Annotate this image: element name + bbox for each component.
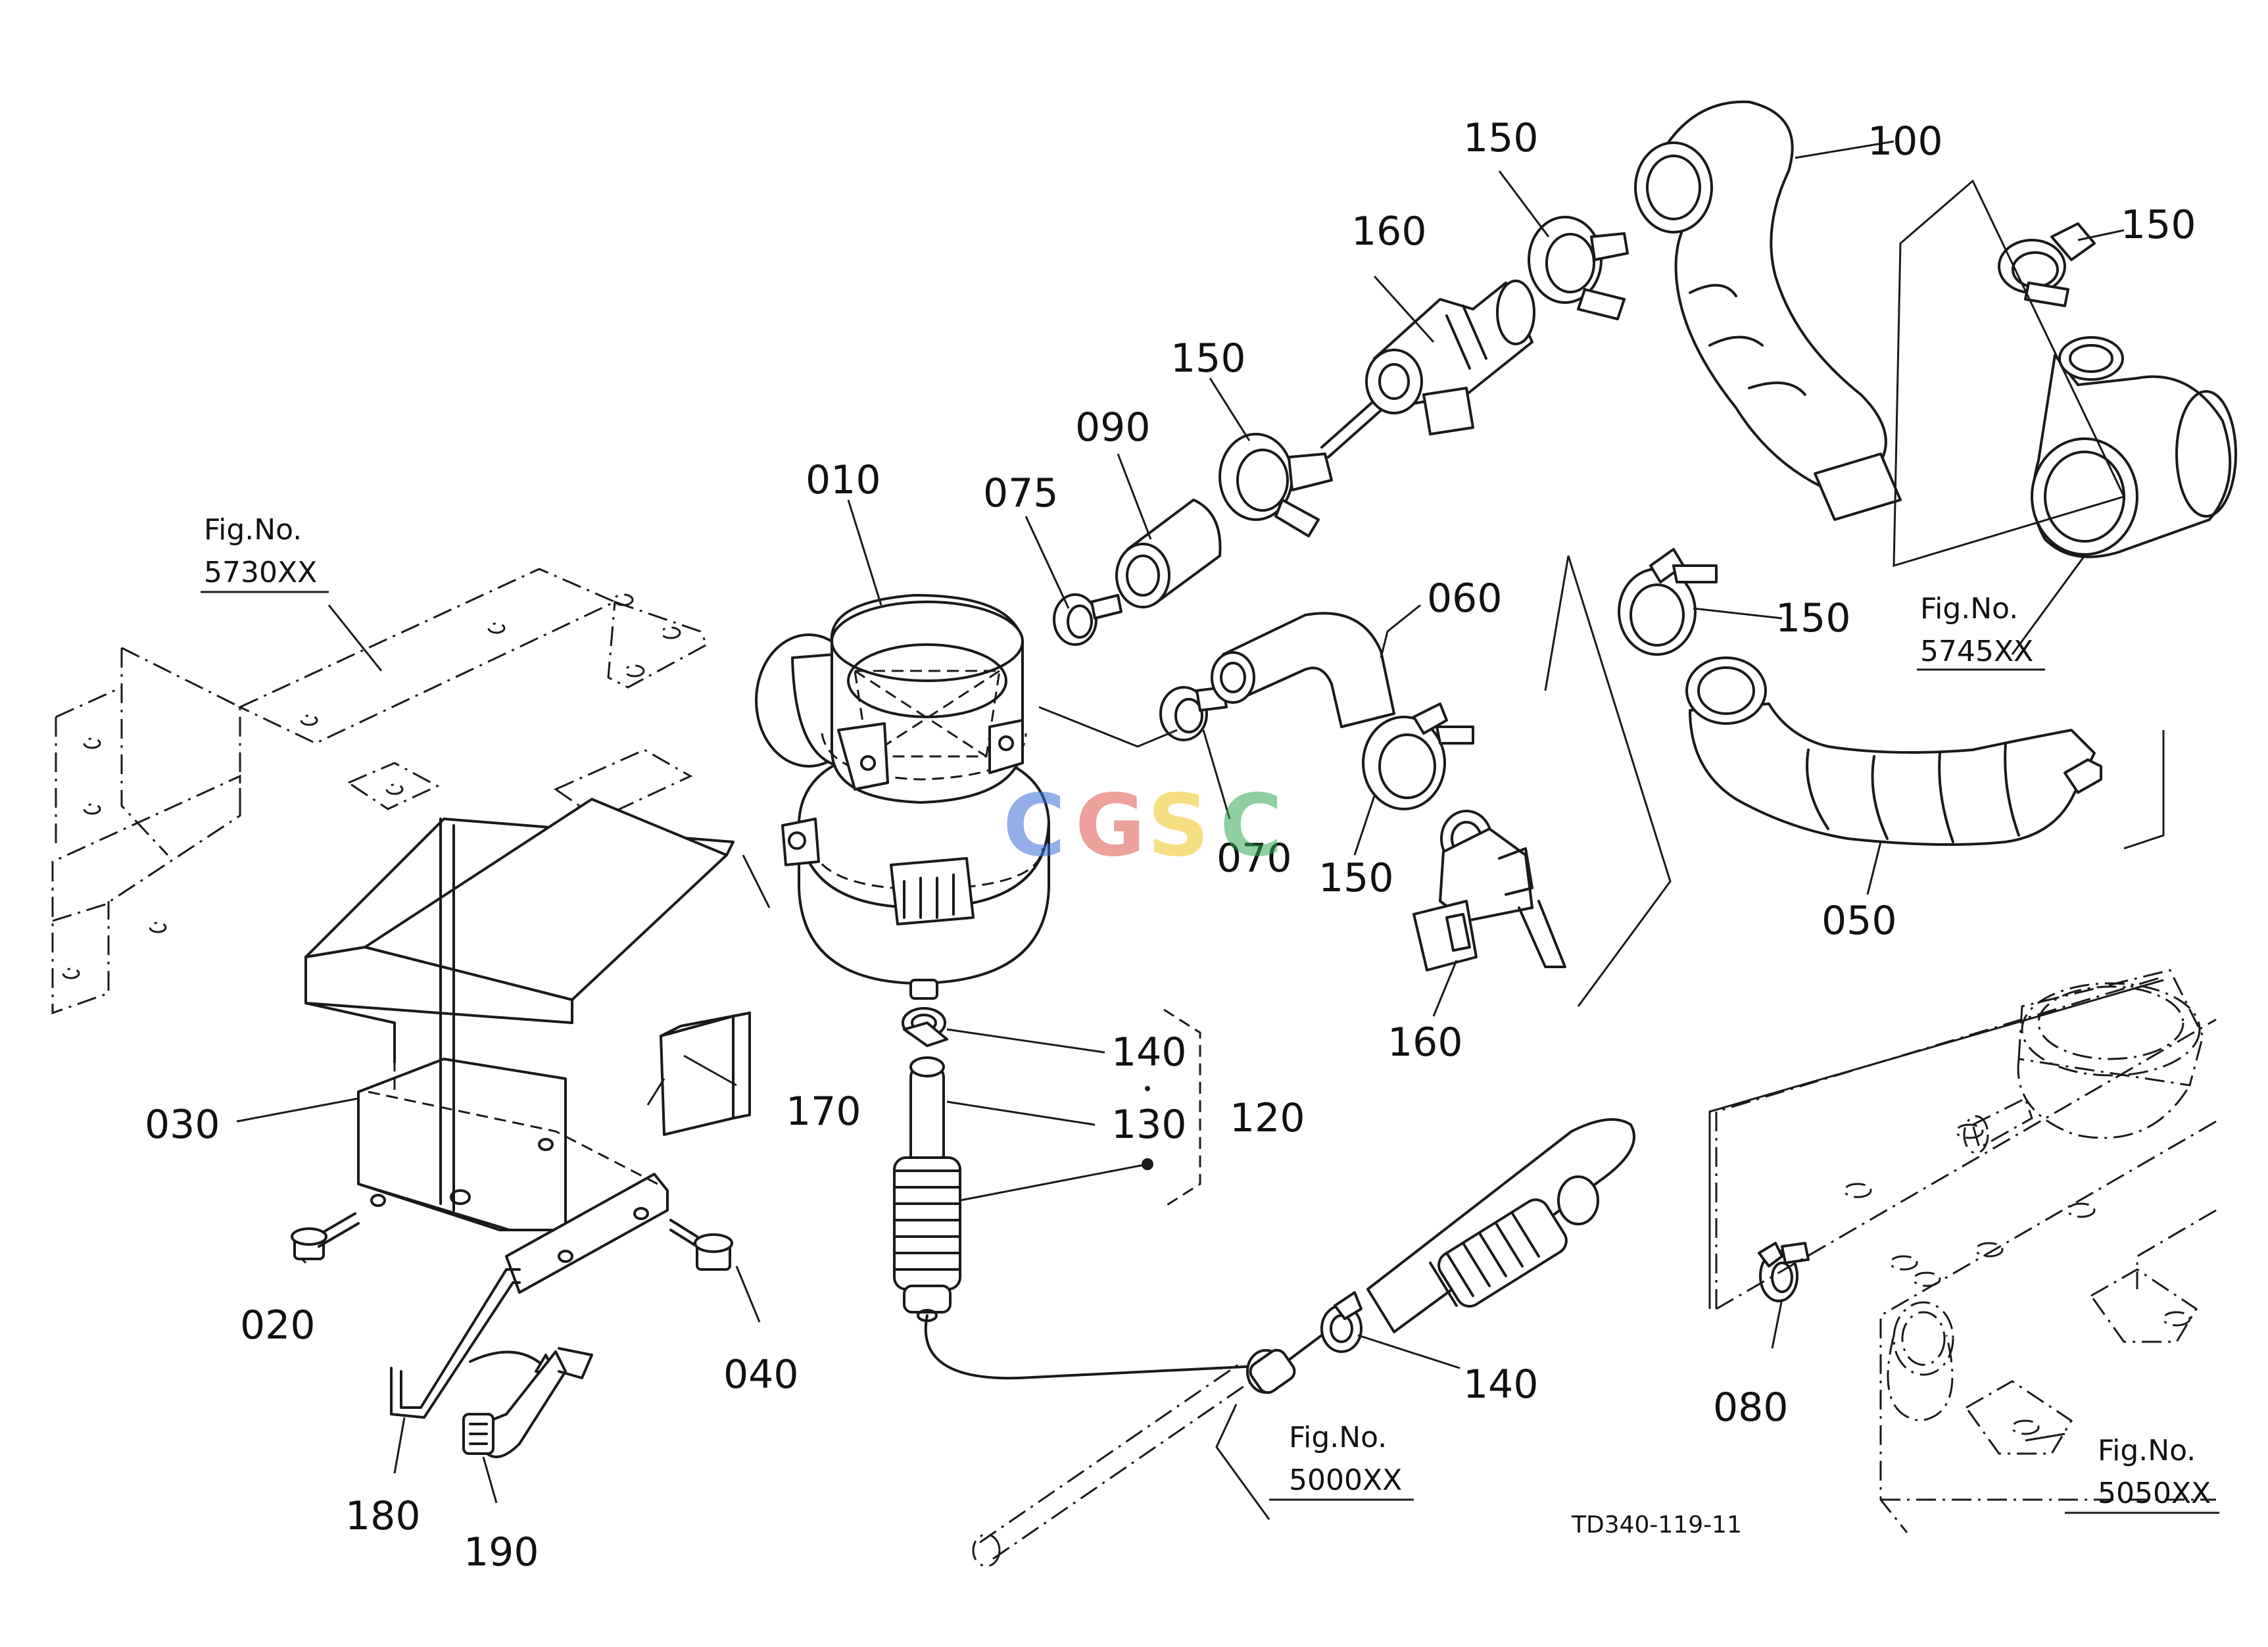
clamp-080	[1758, 1242, 1810, 1302]
label-030: 030	[145, 1102, 220, 1148]
label-020: 020	[240, 1302, 316, 1348]
label-130: 130	[1111, 1102, 1187, 1148]
label-170: 170	[786, 1089, 861, 1135]
label-140-b: 140	[1463, 1362, 1539, 1408]
group-frame-080	[1708, 979, 2164, 1309]
elbow-hose-060	[1211, 612, 1395, 728]
clamp-150-e	[1998, 222, 2096, 307]
fig-ref-5050-prefix: Fig.No.	[2098, 1434, 2196, 1467]
clip-140-a	[902, 1007, 948, 1047]
head-cover-5050	[1715, 969, 2217, 1533]
sensor-160-a	[1320, 280, 1535, 458]
diagram-code: TD340-119-11	[1571, 1512, 1742, 1538]
leader-lines	[236, 140, 2125, 1520]
fig-ref-5000: Fig.No. 5000XX	[1269, 1421, 1414, 1501]
label-150-a: 150	[1170, 335, 1246, 381]
label-050: 050	[1822, 898, 1897, 944]
bolt-040	[669, 1219, 733, 1271]
clamp-150-a	[1218, 433, 1333, 537]
air-cleaner-010	[755, 594, 1050, 1000]
part-labels: 010 075 090 150 160 150 100 150 060 150 …	[145, 115, 2196, 1575]
fig-ref-5745: Fig.No. 5745XX	[1917, 592, 2045, 671]
frame-bracket-5730	[51, 568, 708, 1015]
label-120: 120	[1230, 1095, 1305, 1141]
fig-ref-5730-number: 5730XX	[204, 556, 317, 589]
clamp-075	[1053, 593, 1122, 646]
watermark-logo: C G S C	[1003, 775, 1282, 875]
group-frame-050	[1544, 555, 2165, 1007]
label-160-a: 160	[1351, 209, 1427, 255]
label-160-b: 160	[1387, 1020, 1463, 1066]
label-150-c: 150	[1318, 855, 1394, 901]
label-150-d: 150	[1775, 595, 1851, 641]
engine-tube-5000	[972, 1348, 1296, 1567]
bolt-020	[291, 1212, 360, 1260]
group-frame-100	[1893, 179, 2126, 568]
label-180: 180	[345, 1493, 421, 1539]
bellows-hose-130	[893, 1056, 961, 1322]
fig-ref-5000-prefix: Fig.No.	[1289, 1421, 1387, 1454]
hose-050	[1685, 656, 2102, 846]
fig-ref-5745-prefix: Fig.No.	[1920, 592, 2018, 626]
label-150-e: 150	[2121, 202, 2196, 248]
label-100: 100	[1868, 118, 1943, 164]
hose-190	[462, 1347, 593, 1458]
clip-140-b	[1320, 1291, 1363, 1353]
label-040: 040	[723, 1352, 799, 1398]
fig-ref-5730: Fig.No. 5730XX	[201, 513, 329, 593]
bellows-hose-lower	[1366, 1118, 1635, 1333]
clamp-150-d	[1618, 548, 1718, 656]
watermark-letter-2: G	[1075, 775, 1146, 875]
watermark-letter-1: C	[1003, 775, 1065, 875]
label-190: 190	[464, 1529, 539, 1575]
fig-ref-5000-number: 5000XX	[1289, 1463, 1402, 1497]
watermark-letter-3: S	[1147, 775, 1209, 875]
sensor-160-b	[1412, 810, 1566, 971]
fig-ref-5745-number: 5745XX	[1920, 635, 2033, 668]
label-080: 080	[1713, 1385, 1789, 1431]
label-060: 060	[1427, 576, 1503, 622]
label-010: 010	[806, 457, 881, 503]
label-150-b: 150	[1463, 115, 1539, 161]
clamp-150-c	[1362, 702, 1474, 810]
label-070: 070	[1217, 835, 1292, 881]
label-075: 075	[983, 470, 1059, 516]
fig-ref-5050: Fig.No. 5050XX	[2065, 1434, 2219, 1514]
watermark-letter-4: C	[1220, 775, 1282, 875]
hose-090	[1115, 499, 1222, 608]
label-140-a: 140	[1111, 1029, 1187, 1075]
mounting-bracket-030	[304, 798, 735, 1294]
label-090: 090	[1075, 405, 1151, 451]
clamp-150-b	[1528, 216, 1629, 320]
fig-ref-5050-number: 5050XX	[2098, 1477, 2211, 1510]
foam-pad-170	[660, 1012, 751, 1136]
fig-ref-5730-prefix: Fig.No.	[204, 513, 302, 547]
hose-100	[1634, 100, 1902, 521]
